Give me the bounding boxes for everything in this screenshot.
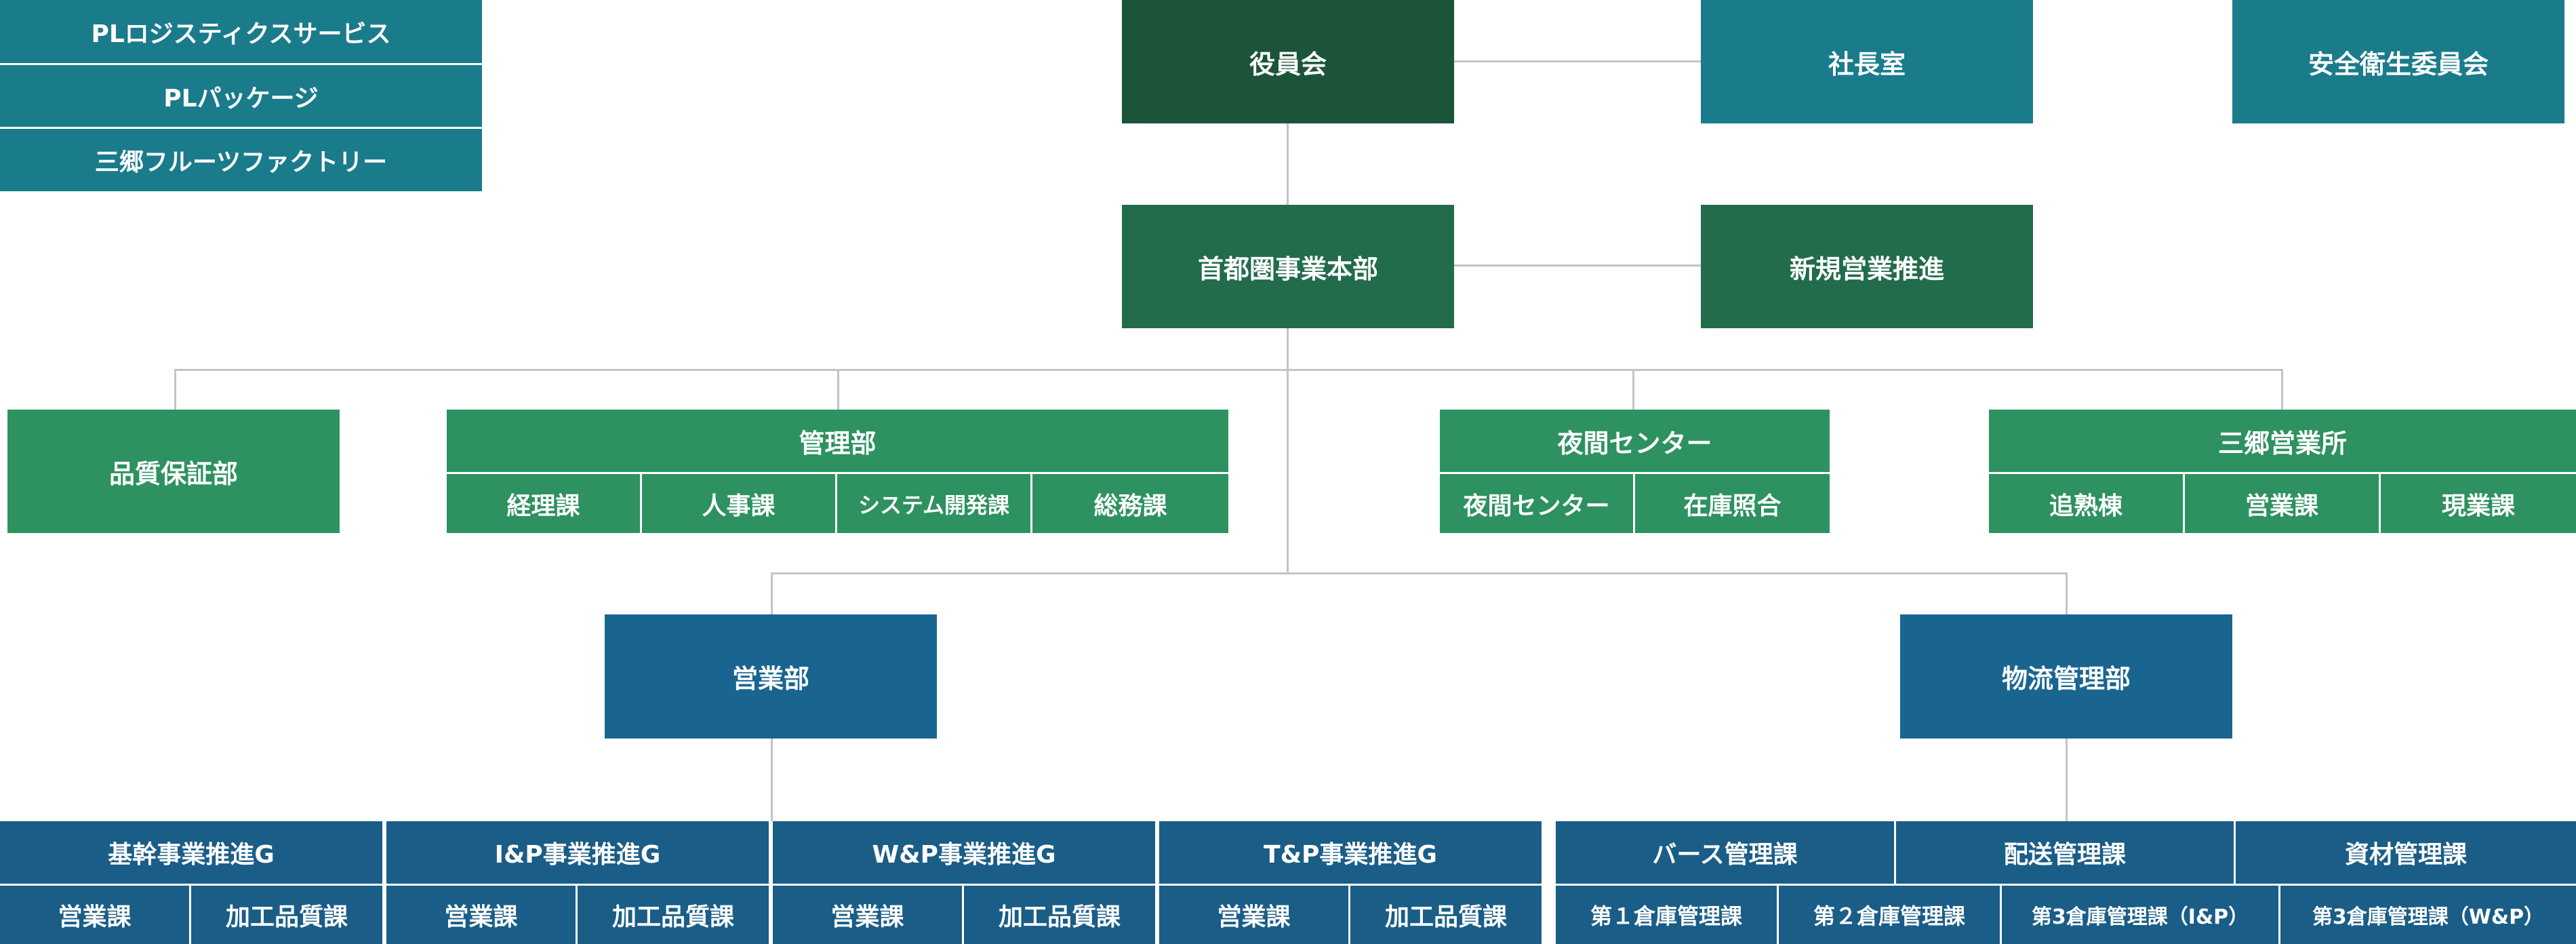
sales-dept-box: 営業部	[605, 614, 937, 739]
sales-group-ip: I&P事業推進G	[386, 821, 769, 884]
connector-sales	[771, 572, 773, 614]
group-section-processing-quality: 加工品質課	[964, 884, 1155, 944]
group-section-sales: 営業課	[1159, 884, 1350, 944]
affiliate-label: PLパッケージ	[163, 84, 319, 113]
admin-section-accounting: 経理課	[447, 472, 642, 533]
group-section-processing-quality: 加工品質課	[191, 884, 382, 944]
group-section-sales: 営業課	[773, 884, 964, 944]
section-label: バース管理課	[1652, 841, 1798, 869]
president-office-box: 社長室	[1701, 0, 2033, 123]
logistics-dept-box: 物流管理部	[1900, 614, 2232, 739]
sales-group-label: I&P事業推進G	[494, 841, 661, 869]
section-label: 夜間センター	[1463, 492, 1610, 520]
logistics-section-berth: バース管理課	[1556, 821, 1896, 884]
warehouse-section-3-wp: 第3倉庫管理課（W&P）	[2280, 884, 2576, 944]
admin-section-system-dev: システム開発課	[837, 472, 1032, 533]
metro-hq-box: 首都圏事業本部	[1122, 205, 1454, 328]
connector-board-hq	[1287, 123, 1289, 205]
section-label: 追熟棟	[2049, 492, 2122, 520]
misato-office-label: 三郷営業所	[2217, 428, 2347, 458]
admin-dept-box: 管理部	[447, 410, 1228, 472]
metro-hq-label: 首都圏事業本部	[1197, 254, 1378, 284]
admin-section-general-affairs: 総務課	[1032, 472, 1228, 533]
section-label: 第3倉庫管理課（I&P）	[2031, 905, 2249, 929]
section-label: 人事課	[702, 492, 776, 520]
board-box: 役員会	[1122, 0, 1454, 123]
misato-section-sales: 営業課	[2185, 472, 2381, 533]
connector-hq-newsales	[1453, 264, 1702, 267]
sales-group-label: W&P事業推進G	[872, 841, 1056, 869]
section-label: 第3倉庫管理課（W&P）	[2312, 905, 2545, 929]
affiliate-pl-package: PLパッケージ	[0, 63, 482, 127]
section-label: 配送管理課	[2003, 841, 2126, 869]
section-label: 総務課	[1093, 492, 1167, 520]
section-label: 第１倉庫管理課	[1590, 903, 1742, 929]
section-label: 経理課	[506, 492, 580, 520]
night-section-inventory-check: 在庫照合	[1635, 472, 1830, 533]
admin-section-hr: 人事課	[642, 472, 837, 533]
group-section-processing-quality: 加工品質課	[578, 884, 769, 944]
connector-lower-bus	[771, 572, 2068, 574]
sales-group-wp: W&P事業推進G	[773, 821, 1155, 884]
night-section-night-center: 夜間センター	[1440, 472, 1635, 533]
group-section-processing-quality: 加工品質課	[1350, 884, 1542, 944]
section-label: 加工品質課	[225, 903, 348, 931]
connector-dept-bus	[174, 369, 2282, 371]
misato-office-box: 三郷営業所	[1989, 410, 2576, 472]
admin-dept-label: 管理部	[799, 428, 877, 458]
affiliate-pl-logistics: PLロジスティクスサービス	[0, 0, 482, 63]
connector-misato	[2281, 369, 2283, 410]
group-section-sales: 営業課	[386, 884, 578, 944]
sales-group-label: 基幹事業推進G	[108, 841, 275, 869]
board-label: 役員会	[1249, 49, 1327, 79]
section-label: 営業課	[444, 903, 518, 931]
logistics-section-materials: 資材管理課	[2236, 821, 2576, 884]
connector-admin	[837, 369, 839, 410]
new-sales-box: 新規営業推進	[1701, 205, 2033, 328]
section-label: 営業課	[58, 903, 132, 931]
sales-group-tp: T&P事業推進G	[1159, 821, 1542, 884]
president-office-label: 社長室	[1828, 49, 1906, 79]
sales-group-label: T&P事業推進G	[1264, 841, 1437, 869]
quality-dept-box: 品質保証部	[7, 410, 340, 533]
connector-board-president	[1453, 60, 1702, 62]
misato-section-operations: 現業課	[2381, 472, 2576, 533]
quality-dept-label: 品質保証部	[108, 458, 238, 489]
safety-committee-label: 安全衛生委員会	[2308, 49, 2489, 79]
misato-section-ripening: 追熟棟	[1989, 472, 2185, 533]
warehouse-section-2: 第２倉庫管理課	[1779, 884, 2002, 944]
affiliate-label: PLロジスティクスサービス	[91, 20, 391, 48]
warehouse-section-1: 第１倉庫管理課	[1556, 884, 1779, 944]
connector-hq-trunk	[1287, 328, 1289, 574]
connector-quality	[174, 369, 176, 410]
logistics-section-delivery: 配送管理課	[1896, 821, 2236, 884]
section-label: 第２倉庫管理課	[1813, 903, 1965, 929]
section-label: 営業課	[2245, 492, 2318, 520]
new-sales-label: 新規営業推進	[1789, 254, 1944, 284]
warehouse-section-3-ip: 第3倉庫管理課（I&P）	[2002, 884, 2280, 944]
connector-sales-groups	[771, 739, 773, 821]
sales-group-kikan: 基幹事業推進G	[0, 821, 382, 884]
night-center-label: 夜間センター	[1557, 428, 1712, 458]
affiliate-label: 三郷フルーツファクトリー	[94, 149, 388, 176]
section-label: 現業課	[2441, 492, 2515, 520]
section-label: 資材管理課	[2344, 841, 2467, 869]
sales-dept-label: 営業部	[731, 664, 809, 694]
section-label: 加工品質課	[611, 903, 734, 931]
section-label: 加工品質課	[1384, 903, 1507, 931]
night-center-box: 夜間センター	[1440, 410, 1830, 472]
section-label: システム開発課	[858, 492, 1010, 518]
connector-logistics	[2066, 572, 2068, 614]
section-label: 営業課	[1217, 903, 1291, 931]
logistics-dept-label: 物流管理部	[2001, 664, 2131, 694]
connector-logistics-sections	[2066, 739, 2068, 821]
safety-committee-box: 安全衛生委員会	[2232, 0, 2564, 123]
section-label: 営業課	[830, 903, 904, 931]
section-label: 在庫照合	[1683, 492, 1782, 520]
section-label: 加工品質課	[998, 903, 1121, 931]
group-section-sales: 営業課	[0, 884, 191, 944]
connector-night	[1632, 369, 1634, 410]
affiliate-misato-fruit-factory: 三郷フルーツファクトリー	[0, 127, 482, 191]
